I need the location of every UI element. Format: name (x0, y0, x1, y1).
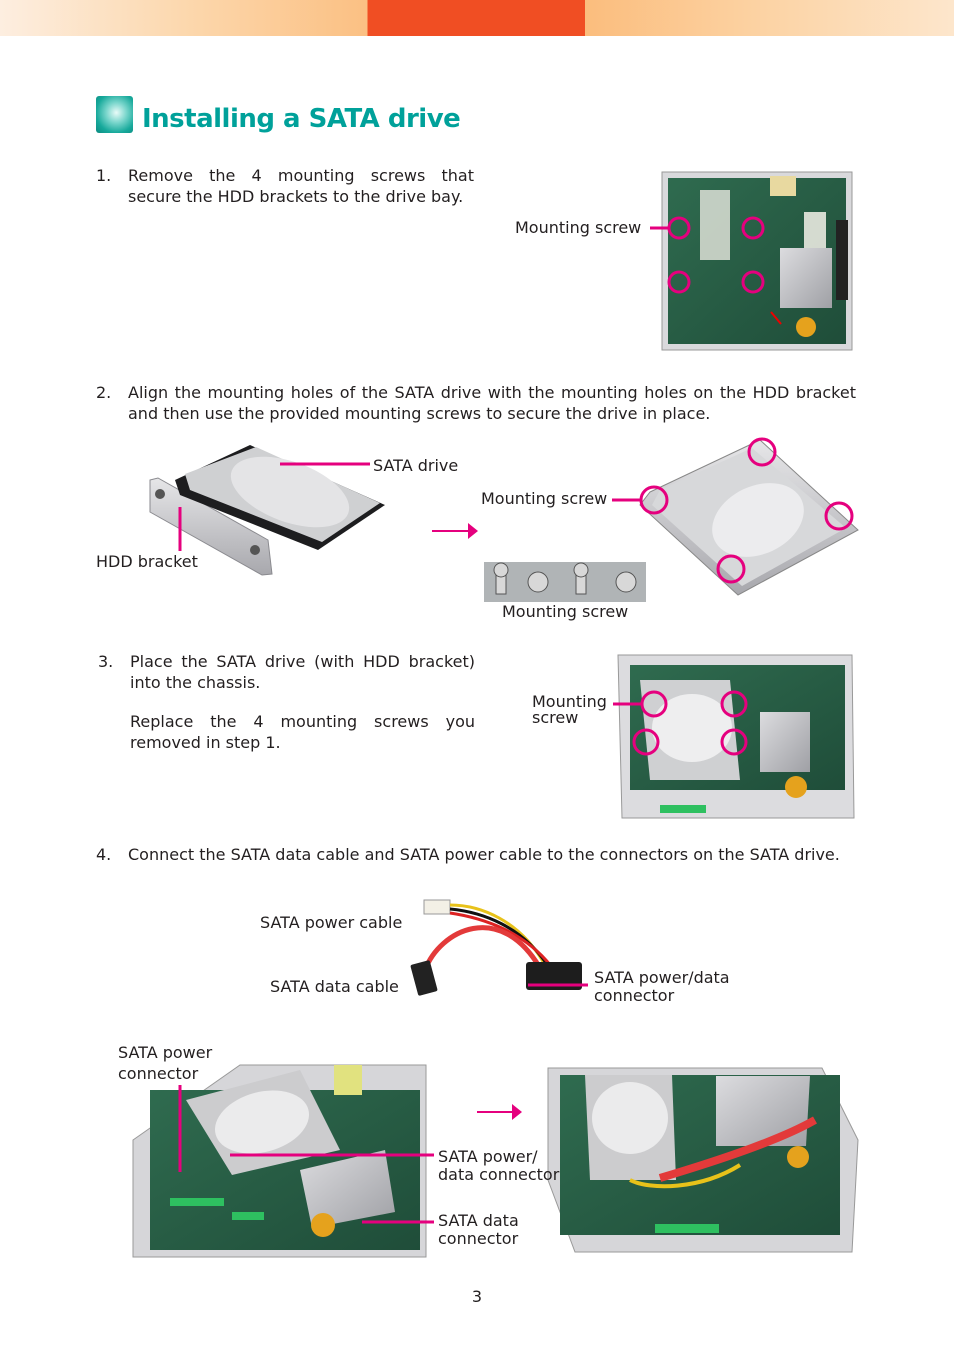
page-number: 3 (471, 1287, 483, 1306)
sata-cables-photo (410, 899, 582, 996)
drive-in-bracket-photo (612, 437, 859, 596)
page-title: Installing a SATA drive (142, 104, 461, 134)
step-2-text: Align the mounting holes of the SATA dri… (128, 383, 856, 423)
label-mounting-screw-2: Mounting screw (481, 489, 608, 508)
label-sata-power-data-connector-a: SATA power/data (594, 968, 730, 987)
label-sata-data-cable: SATA data cable (270, 977, 399, 996)
header-band (0, 0, 954, 36)
section-bullet-icon (96, 96, 133, 133)
label-sata-power-connector-b: connector (118, 1064, 199, 1083)
label-sata-power-cable: SATA power cable (260, 913, 403, 932)
mounting-screws-photo (484, 562, 646, 602)
label-sata-drive: SATA drive (373, 456, 459, 475)
step-4-text: Connect the SATA data cable and SATA pow… (128, 845, 840, 864)
label-sata-power-data-connector-2b: data connector (438, 1165, 560, 1184)
label-mounting-screw-4b: screw (532, 708, 579, 727)
arrow-icon (432, 523, 478, 539)
label-hdd-bracket: HDD bracket (96, 552, 198, 571)
step-3-text-2: Replace the 4 mounting screws you remove… (130, 712, 475, 752)
drive-in-chassis-photo (613, 654, 855, 819)
arrow-icon (477, 1104, 522, 1120)
step-3-text: Place the SATA drive (with HDD bracket) … (130, 652, 475, 692)
board-top-photo (650, 171, 853, 351)
cables-connected-photo (547, 1067, 859, 1253)
label-sata-data-connector-b: connector (438, 1229, 519, 1248)
step-2-number: 2. (96, 383, 112, 402)
label-mounting-screw-3: Mounting screw (502, 602, 629, 621)
label-mounting-screw-1: Mounting screw (515, 218, 642, 237)
step-1-text: Remove the 4 mounting screws that secure… (128, 166, 474, 206)
label-mounting-screw-4a: Mounting (532, 692, 607, 711)
label-sata-data-connector-a: SATA data (438, 1211, 519, 1230)
step-3-number: 3. (98, 652, 114, 671)
label-sata-power-data-connector-2a: SATA power/ (438, 1147, 538, 1166)
drive-bracket-photo (149, 445, 385, 576)
step-4-number: 4. (96, 845, 112, 864)
step-1-number: 1. (96, 166, 112, 185)
board-connectors-photo (132, 1064, 427, 1258)
label-sata-power-data-connector-b: connector (594, 986, 675, 1005)
label-sata-power-connector-a: SATA power (118, 1043, 213, 1062)
